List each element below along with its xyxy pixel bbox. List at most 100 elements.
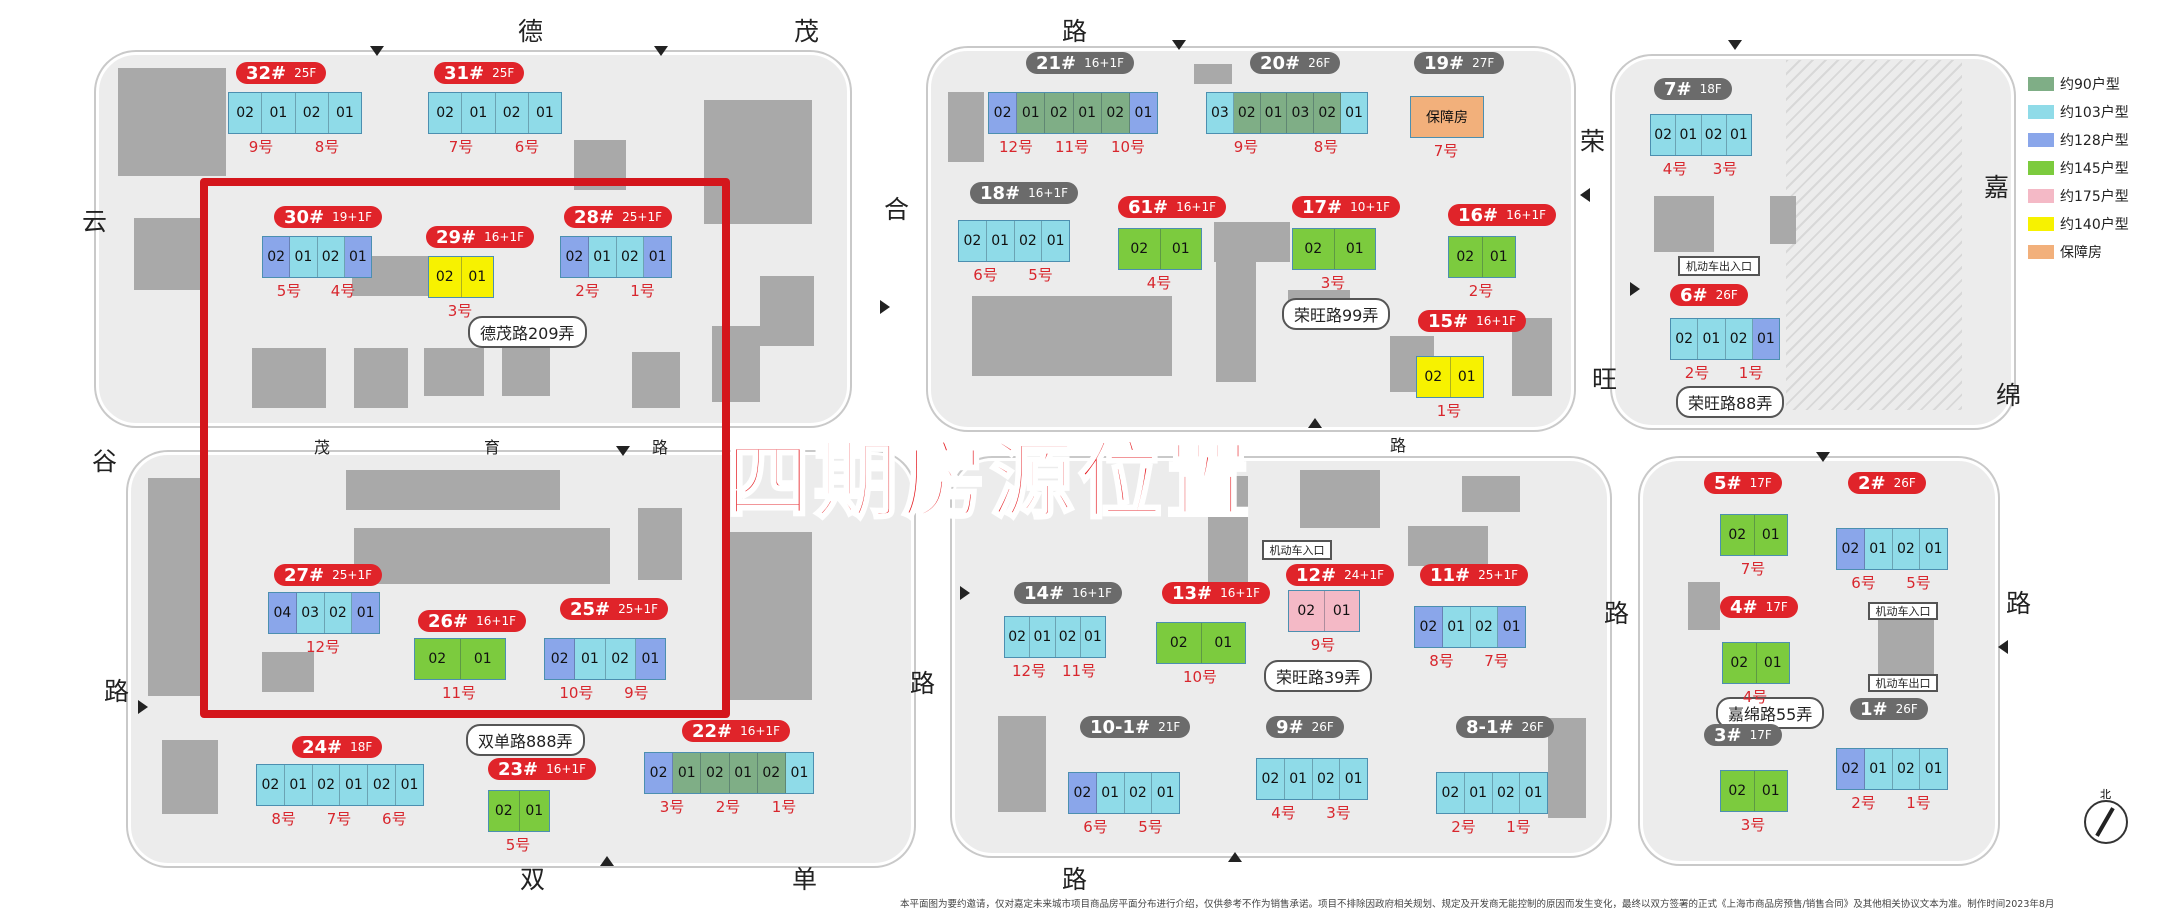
unit-cell: 01 — [1482, 237, 1515, 277]
building-floors: 25+1F — [332, 568, 373, 582]
unit-cell: 01 — [290, 237, 318, 277]
legend-label: 约140户型 — [2060, 217, 2129, 233]
unit-number-label: 11号 — [441, 684, 477, 702]
unit-number-label: 5号 — [1138, 818, 1163, 836]
road-label-mao-yu-1: 茂 — [314, 438, 331, 457]
unit-cell: 02 — [1837, 529, 1865, 569]
building-floors: 21F — [1158, 720, 1181, 734]
unit-cell: 01 — [1096, 773, 1125, 813]
unit-cell: 02 — [495, 93, 529, 133]
building-floors: 17F — [1749, 476, 1772, 490]
unit-cell: 02 — [959, 221, 987, 261]
unit-number-label: 2号 — [715, 798, 741, 816]
block-bottom-right — [1640, 458, 1998, 864]
building-tag-b22: 22#16+1F — [682, 720, 791, 742]
building-floors: 25F — [492, 66, 515, 80]
triangle-up-icon — [1308, 418, 1322, 428]
unit-number-label: 4号 — [1662, 160, 1688, 178]
unit-cell: 01 — [1042, 221, 1069, 261]
legend-swatch — [2028, 161, 2054, 175]
lane-label-rongwang99: 荣旺路99弄 — [1282, 298, 1391, 330]
unit-number-label: 10号 — [559, 684, 594, 702]
building-floors: 25+1F — [1478, 568, 1519, 582]
unit-number-label: 9号 — [1310, 636, 1336, 654]
unit-number-label: 6号 — [514, 138, 540, 156]
unit-cell: 01 — [1864, 529, 1893, 569]
context-building — [354, 348, 408, 408]
legend-item-140: 约140户型 — [2028, 214, 2129, 234]
unit-cell: 02 — [1492, 773, 1521, 813]
unit-cell: 02 — [1233, 93, 1261, 133]
unit-number-label: 5号 — [276, 282, 302, 300]
building-floors: 24+1F — [1344, 568, 1385, 582]
triangle-down-icon — [654, 46, 668, 56]
building-tag-b18: 18#16+1F — [970, 182, 1079, 204]
legend-label: 保障房 — [2060, 245, 2102, 261]
unit-cell: 01 — [1698, 319, 1726, 359]
unit-cell: 01 — [1073, 93, 1102, 133]
unit-cell: 02 — [1045, 93, 1074, 133]
unit-cell: 01 — [1752, 319, 1779, 359]
building-floors: 27F — [1472, 56, 1495, 70]
unit-numbers-b30: 5号 4号 — [262, 280, 370, 301]
building-number: 18# — [980, 182, 1021, 204]
legend-label: 约128户型 — [2060, 133, 2129, 149]
unit-number-label: 2号 — [1851, 794, 1876, 812]
context-building — [148, 478, 202, 696]
unit-cell: 02 — [1651, 115, 1677, 155]
triangle-down-icon — [1172, 40, 1186, 50]
context-building — [162, 740, 218, 814]
unit-cell: 01 — [588, 237, 617, 277]
building-tag-b9: 9#26F — [1266, 716, 1344, 738]
building-number: 22# — [692, 720, 733, 742]
building-tag-b17: 17#10+1F — [1292, 196, 1401, 218]
context-building — [1208, 476, 1248, 586]
unit-number-label: 4号 — [330, 282, 356, 300]
context-building — [948, 92, 984, 162]
building-number: 7# — [1664, 78, 1692, 100]
unit-cell: 02 — [1312, 759, 1341, 799]
legend-item-145: 约145户型 — [2028, 158, 2129, 178]
road-label-lu-left: 路 — [104, 677, 130, 706]
unit-cell: 02 — [1119, 229, 1161, 269]
legend-label: 约90户型 — [2060, 77, 2120, 93]
unit-cell: 01 — [284, 765, 313, 805]
unit-number-label: 1号 — [1906, 794, 1931, 812]
context-building — [262, 652, 314, 692]
unit-cell: 02 — [1124, 773, 1153, 813]
context-building — [424, 348, 484, 396]
unit-cell: 01 — [519, 791, 549, 831]
road-label-mao: 茂 — [794, 17, 820, 46]
unit-cell: 01 — [1676, 115, 1702, 155]
building-number: 32# — [246, 62, 287, 84]
building-floors: 16+1F — [484, 230, 525, 244]
vehicle-entrance-marker: 机动车入口 — [1868, 602, 1938, 620]
unit-cell: 02 — [257, 765, 285, 805]
building-tag-b25: 25#25+1F — [560, 598, 669, 620]
building-floors: 26F — [1715, 288, 1738, 302]
triangle-right-icon — [1630, 282, 1640, 296]
unit-cell: 01 — [1030, 617, 1056, 657]
road-label-jia: 嘉 — [1984, 173, 2010, 202]
building-tag-b30: 30#19+1F — [274, 206, 383, 228]
unit-cell: 02 — [368, 765, 397, 805]
unit-number-label: 8号 — [1429, 652, 1454, 670]
unit-number-label: 3号 — [659, 798, 685, 816]
building-floors: 17F — [1765, 600, 1788, 614]
legend-item-90: 约90户型 — [2028, 74, 2120, 94]
context-building — [354, 528, 610, 584]
unit-cell: 02 — [757, 753, 786, 793]
building-tag-b11: 11#25+1F — [1420, 564, 1529, 586]
unit-number-label: 8号 — [1313, 138, 1339, 156]
building-number: 21# — [1036, 52, 1077, 74]
building-number: 14# — [1024, 582, 1065, 604]
triangle-down-icon — [370, 46, 384, 56]
unit-cell: 02 — [1069, 773, 1097, 813]
unit-cell: 02 — [229, 93, 263, 133]
